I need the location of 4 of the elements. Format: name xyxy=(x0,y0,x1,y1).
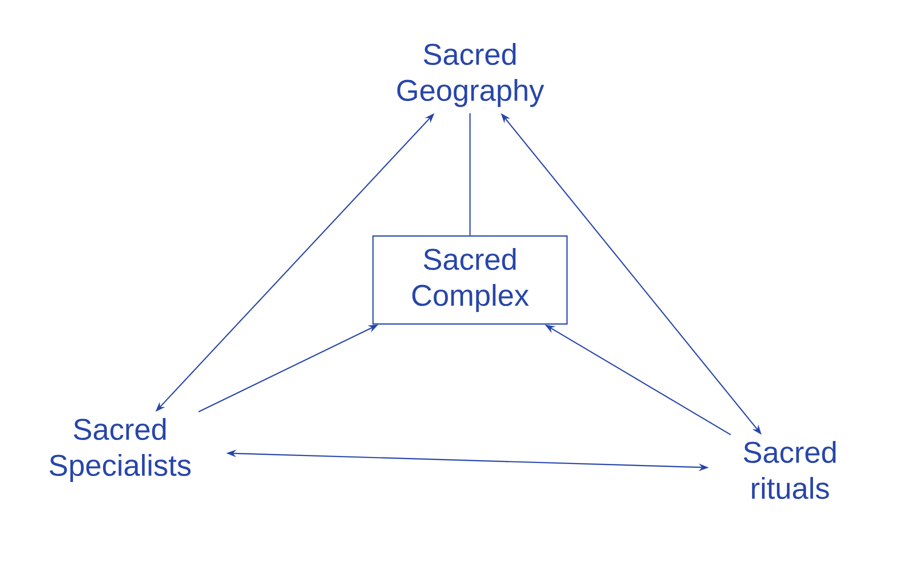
process-box: Sacred Complex xyxy=(372,235,568,325)
node-text: Sacred Specialists xyxy=(50,418,191,482)
node-text: Sacred Geography xyxy=(397,43,544,107)
node-text: Sacred rituals xyxy=(744,440,836,499)
